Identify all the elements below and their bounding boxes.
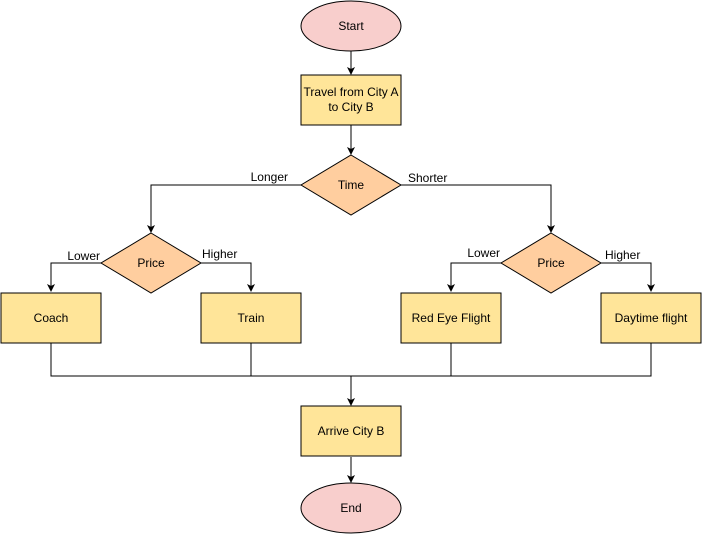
node-coach: Coach — [0, 292, 102, 344]
coach-process-box — [0, 292, 102, 344]
edge-price-left-lower — [47, 262, 101, 292]
time-label: Time — [338, 178, 365, 192]
start-label: Start — [338, 19, 364, 33]
edge-coach-merge — [50, 343, 351, 377]
edge-time-longer — [147, 184, 301, 233]
red-eye-process-box — [400, 292, 502, 344]
node-arrive: Arrive City B — [300, 405, 402, 457]
price-right-decision-diamond — [500, 232, 602, 294]
red-eye-label: Red Eye Flight — [412, 311, 491, 325]
end-terminal-shape — [300, 482, 402, 534]
time-decision-diamond — [300, 154, 402, 216]
edge-labels: Longer Shorter Lower Higher Lower Higher — [67, 170, 640, 263]
price-left-decision-diamond — [100, 232, 202, 294]
train-process-box — [200, 292, 302, 344]
arrive-process-box — [300, 405, 402, 457]
arrive-label: Arrive City B — [318, 424, 385, 438]
train-label: Train — [238, 311, 265, 325]
node-end: End — [300, 482, 402, 534]
price-left-label: Price — [137, 256, 165, 270]
node-red-eye-flight: Red Eye Flight — [400, 292, 502, 344]
node-travel: Travel from City A to City B — [300, 74, 402, 126]
coach-label: Coach — [34, 311, 69, 325]
node-train: Train — [200, 292, 302, 344]
connectors — [47, 51, 655, 483]
node-start: Start — [300, 0, 402, 52]
node-price-left-decision: Price — [100, 232, 202, 294]
edge-label-shorter: Shorter — [408, 171, 447, 185]
edge-label-lower-right: Lower — [467, 246, 500, 260]
edge-label-lower-left: Lower — [67, 249, 100, 263]
edge-price-right-lower — [447, 262, 501, 292]
start-terminal-shape — [300, 0, 402, 52]
daytime-label: Daytime flight — [615, 311, 688, 325]
end-label: End — [340, 501, 361, 515]
node-time-decision: Time — [300, 154, 402, 216]
edge-label-longer: Longer — [251, 170, 288, 184]
node-daytime-flight: Daytime flight — [600, 292, 702, 344]
edge-price-right-higher — [601, 262, 655, 292]
travel-label-line2: to City B — [328, 100, 373, 114]
edge-label-higher-right: Higher — [605, 248, 640, 262]
edge-daytime-merge — [351, 343, 652, 377]
daytime-process-box — [600, 292, 702, 344]
travel-label-line1: Travel from City A — [304, 85, 399, 99]
price-right-label: Price — [537, 256, 565, 270]
edge-time-shorter — [401, 184, 555, 233]
travel-process-box — [300, 74, 402, 126]
node-price-right-decision: Price — [500, 232, 602, 294]
edge-price-left-higher — [201, 262, 255, 292]
edge-label-higher-left: Higher — [202, 247, 237, 261]
